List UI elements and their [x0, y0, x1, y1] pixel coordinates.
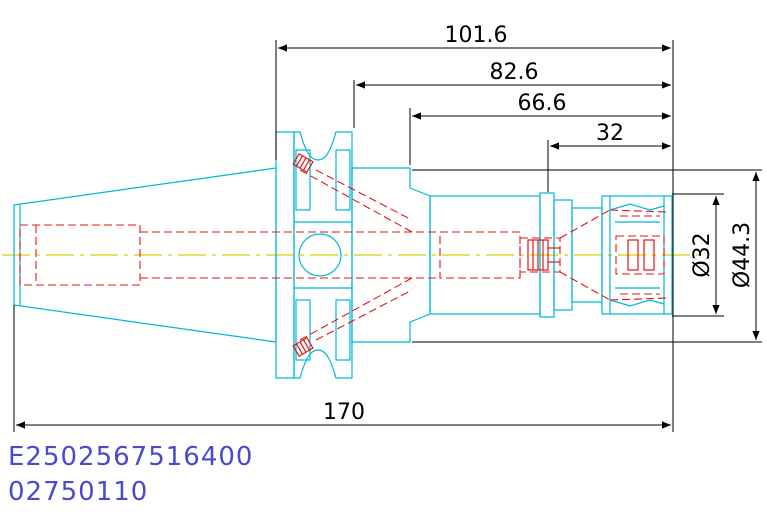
set-screws [292, 152, 655, 358]
dimension-lines [13, 40, 762, 432]
dim-101-6: 101.6 [445, 23, 508, 48]
flange-body [293, 131, 353, 379]
tool-holder-outline [13, 131, 673, 379]
collet-nut [601, 195, 673, 315]
hidden-lines [19, 169, 669, 341]
dim-66-6: 66.6 [518, 91, 567, 116]
dim-32: 32 [596, 121, 624, 146]
drive-hole [298, 233, 342, 277]
dim-diameter-32: Ø32 [690, 232, 715, 277]
dim-170: 170 [323, 400, 365, 425]
part-number: E2502567516400 [8, 442, 253, 472]
dim-diameter-44-3: Ø44.3 [730, 222, 755, 288]
dim-82-6: 82.6 [490, 60, 539, 85]
order-number: 02750110 [8, 477, 148, 507]
